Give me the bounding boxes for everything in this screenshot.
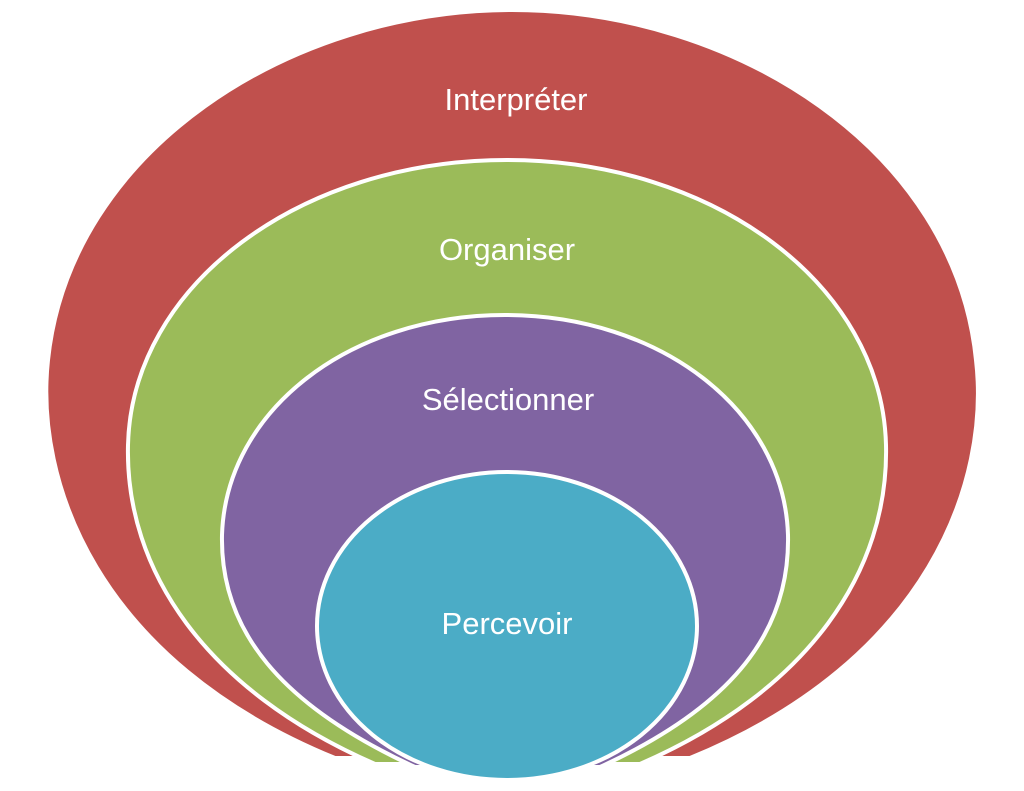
ring-percevoir-label: Percevoir <box>442 606 573 641</box>
ring-selectionner-label: Sélectionner <box>422 382 594 417</box>
ring-percevoir: Percevoir <box>315 470 699 782</box>
ring-interpreter-label: Interpréter <box>444 82 587 117</box>
ring-organiser-label: Organiser <box>439 232 575 267</box>
ring-percevoir-shape <box>315 470 699 782</box>
